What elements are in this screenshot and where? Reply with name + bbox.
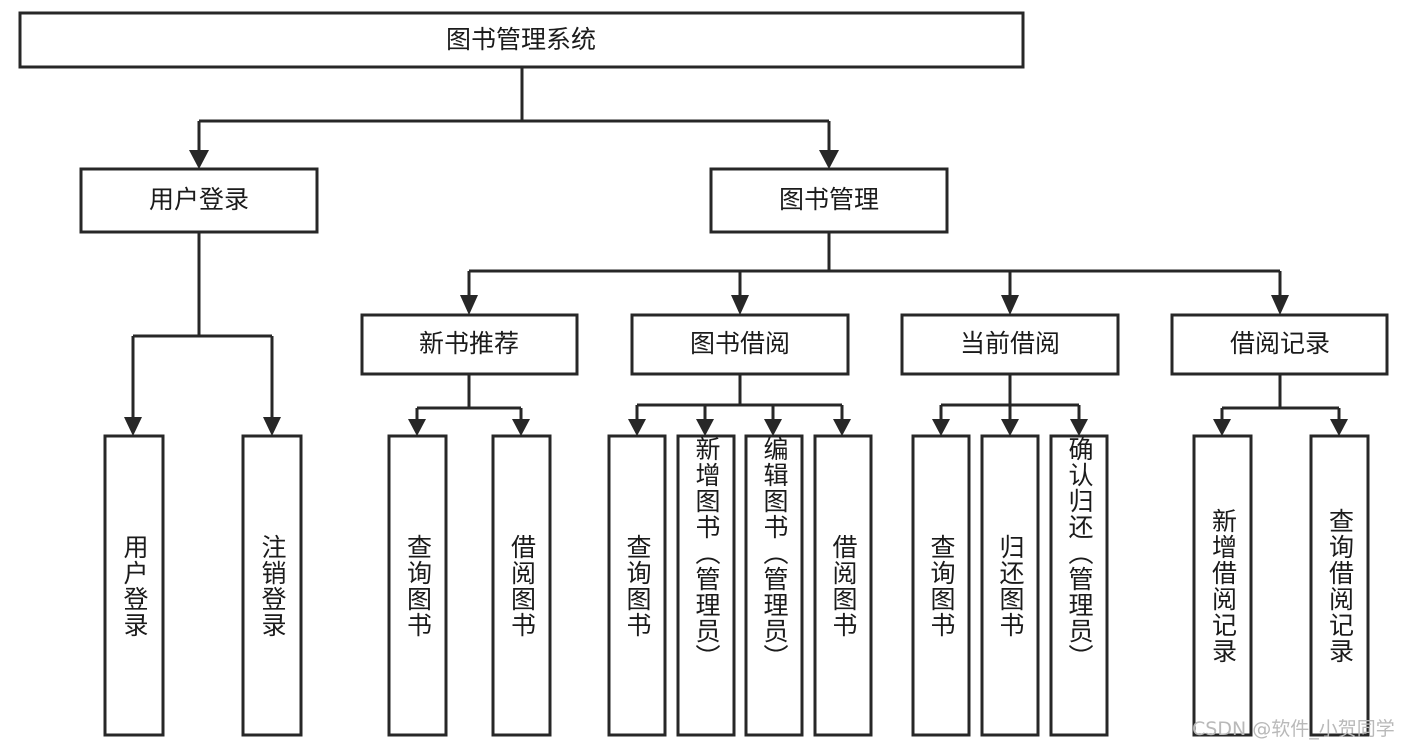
node-book-borrow-box[interactable] bbox=[630, 313, 850, 376]
leaf-box-bb-add-book[interactable] bbox=[676, 434, 736, 737]
leaf-box-nb-borrow-book[interactable] bbox=[491, 434, 552, 737]
node-borrow-record-box[interactable] bbox=[1170, 313, 1389, 376]
leaf-box-cb-confirm-return[interactable] bbox=[1049, 434, 1109, 737]
node-user-login-label: 用户登录 bbox=[149, 185, 249, 214]
arrow-head-book-mgmt bbox=[819, 150, 839, 169]
arrow-head-book-borrow bbox=[731, 295, 749, 315]
arrow-head-bb-leaf1 bbox=[628, 419, 646, 436]
arrow-head-leaf-logout bbox=[263, 417, 281, 436]
node-book-borrow[interactable]: 图书借阅 bbox=[630, 313, 850, 376]
leaf-box-bb-edit-book[interactable] bbox=[744, 434, 804, 737]
leaf-box-br-add-record[interactable] bbox=[1192, 434, 1253, 737]
node-user-login[interactable]: 用户登录 bbox=[79, 167, 319, 234]
leaf-box-br-query-record[interactable] bbox=[1309, 434, 1370, 737]
leaf-box-bb-borrow-book[interactable] bbox=[813, 434, 873, 737]
arrow-head-nb-leaf1 bbox=[408, 419, 426, 436]
arrow-head-borrow-record bbox=[1271, 295, 1289, 315]
leaf-box-user-login[interactable] bbox=[103, 434, 165, 737]
node-user-login-box[interactable] bbox=[79, 167, 319, 234]
connector-group-root bbox=[189, 67, 839, 169]
node-book-borrow-label: 图书借阅 bbox=[690, 329, 790, 358]
node-current-borrow-box[interactable] bbox=[900, 313, 1120, 376]
node-new-book-recommend-box[interactable] bbox=[360, 313, 579, 376]
node-borrow-record-label: 借阅记录 bbox=[1230, 329, 1330, 358]
leaf-box-cb-query-book[interactable] bbox=[911, 434, 971, 737]
arrow-head-cb-leaf1 bbox=[932, 419, 950, 436]
node-book-management-box[interactable] bbox=[709, 167, 949, 234]
arrow-head-nb-leaf2 bbox=[512, 419, 530, 436]
connector-group-book-mgmt bbox=[460, 232, 1289, 315]
leaf-box-bb-query-book[interactable] bbox=[607, 434, 667, 737]
connector-group-book-borrow bbox=[628, 374, 851, 436]
leaf-box-cb-return-book[interactable] bbox=[980, 434, 1040, 737]
node-root-box[interactable] bbox=[18, 11, 1025, 69]
arrow-head-cb-leaf3 bbox=[1070, 419, 1088, 436]
node-root[interactable]: 图书管理系统 bbox=[18, 11, 1025, 69]
connector-group-new-book bbox=[408, 374, 530, 436]
node-book-management-label: 图书管理 bbox=[779, 185, 879, 214]
arrow-head-bb-leaf4 bbox=[833, 419, 851, 436]
arrow-head-new-book bbox=[460, 295, 478, 315]
arrow-head-br-leaf1 bbox=[1213, 419, 1231, 436]
node-borrow-record[interactable]: 借阅记录 bbox=[1170, 313, 1389, 376]
connector-group-current-borrow bbox=[932, 374, 1088, 436]
node-current-borrow-label: 当前借阅 bbox=[960, 329, 1060, 358]
leaf-box-logout[interactable] bbox=[241, 434, 303, 737]
arrow-head-bb-leaf3 bbox=[764, 419, 782, 436]
node-new-book-recommend[interactable]: 新书推荐 bbox=[360, 313, 579, 376]
node-book-management[interactable]: 图书管理 bbox=[709, 167, 949, 234]
leaf-box-nb-query-book[interactable] bbox=[387, 434, 448, 737]
node-new-book-recommend-label: 新书推荐 bbox=[419, 329, 519, 358]
node-root-label: 图书管理系统 bbox=[446, 25, 596, 54]
arrow-head-bb-leaf2 bbox=[696, 419, 714, 436]
arrow-head-cb-leaf2 bbox=[1001, 419, 1019, 436]
leaf-boxes bbox=[103, 434, 1370, 737]
connector-group-user-login bbox=[124, 232, 281, 436]
arrow-head-br-leaf2 bbox=[1330, 419, 1348, 436]
node-current-borrow[interactable]: 当前借阅 bbox=[900, 313, 1120, 376]
connector-group-borrow-record bbox=[1213, 374, 1348, 436]
arrow-head-user-login bbox=[189, 150, 209, 169]
arrow-head-current-borrow bbox=[1001, 295, 1019, 315]
arrow-head-leaf-user-login bbox=[124, 417, 142, 436]
